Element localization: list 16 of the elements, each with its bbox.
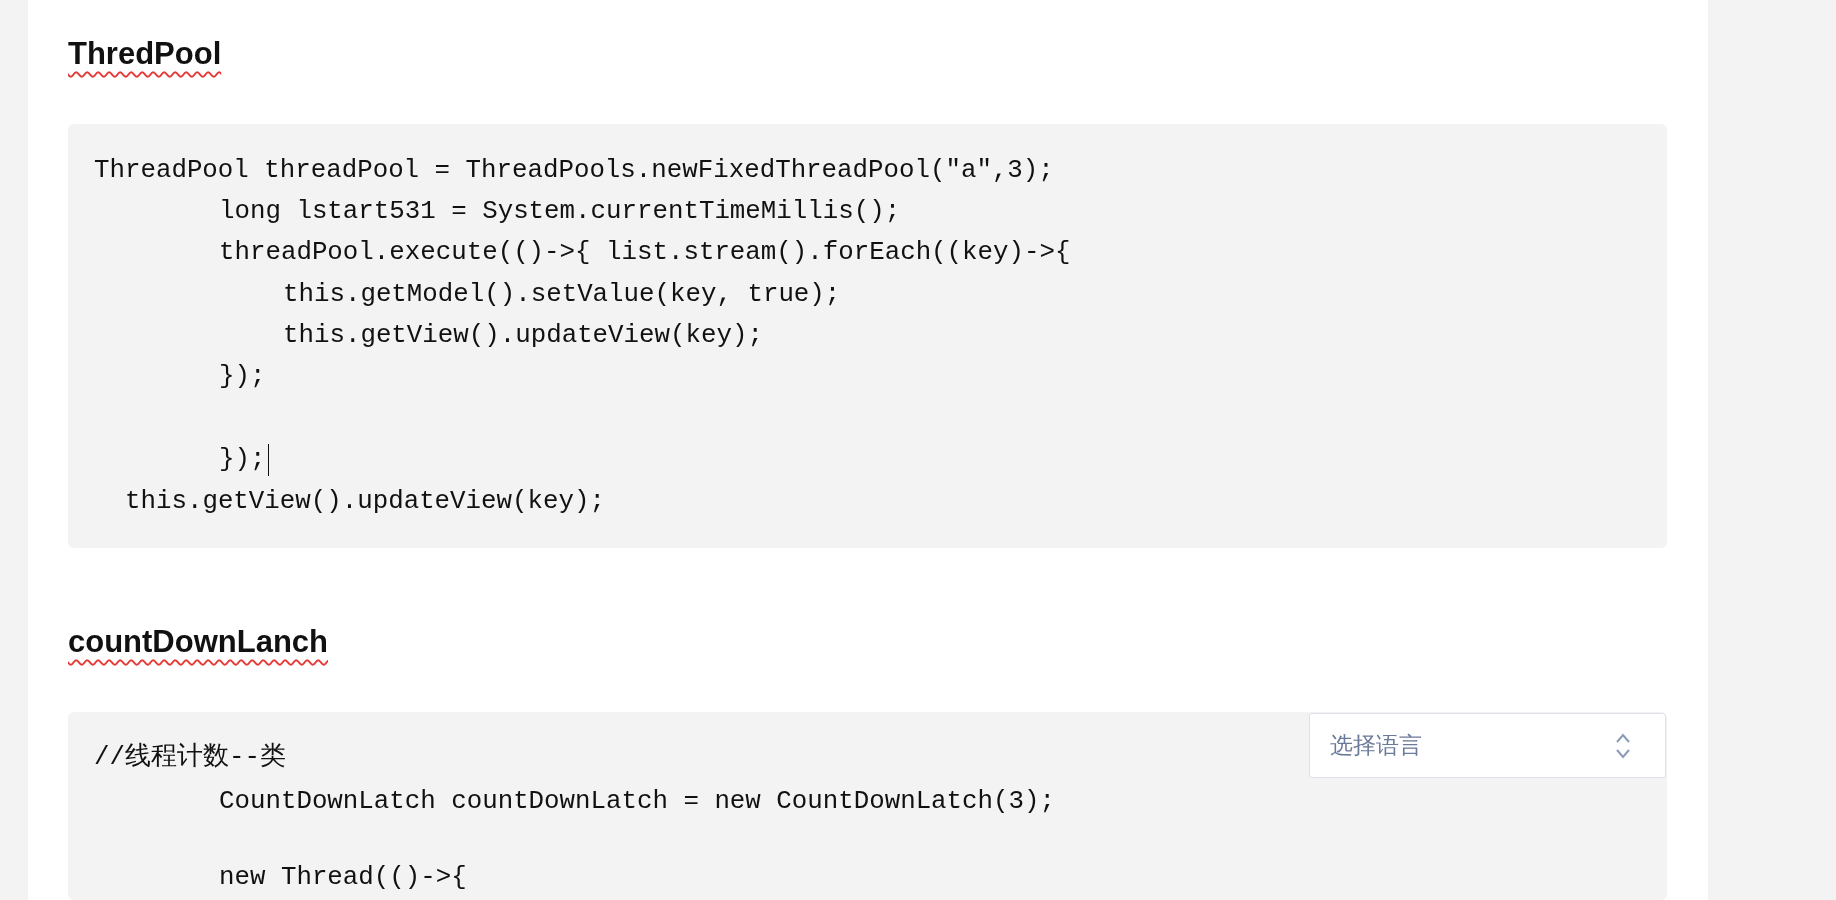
code-block	[68, 712, 1667, 900]
code-line: });	[219, 361, 266, 393]
code-block	[68, 124, 1667, 548]
code-line: ThreadPool threadPool = ThreadPools.newFixedThreadPool("a",3);	[94, 155, 1054, 187]
code-line: this.getModel().setValue(key, true);	[283, 279, 841, 311]
section-heading: ThredPool	[68, 35, 222, 73]
language-select: 选择语言	[1309, 713, 1666, 778]
section-heading: countDownLanch	[68, 623, 329, 661]
code-line: //线程计数--类	[94, 742, 286, 774]
code-line: long lstart531 = System.currentTimeMillis();	[219, 196, 901, 228]
code-line: threadPool.execute(()->{ list.stream().forEach((key)->{	[219, 237, 1071, 269]
code-line: this.getView().updateView(key);	[283, 320, 763, 352]
code-line: this.getView().updateView(key);	[125, 486, 605, 518]
code-line: new Thread(()->{	[219, 862, 467, 894]
code-line: });	[219, 444, 266, 476]
code-line: CountDownLatch countDownLatch = new CountDownLatch(3);	[219, 786, 1055, 818]
